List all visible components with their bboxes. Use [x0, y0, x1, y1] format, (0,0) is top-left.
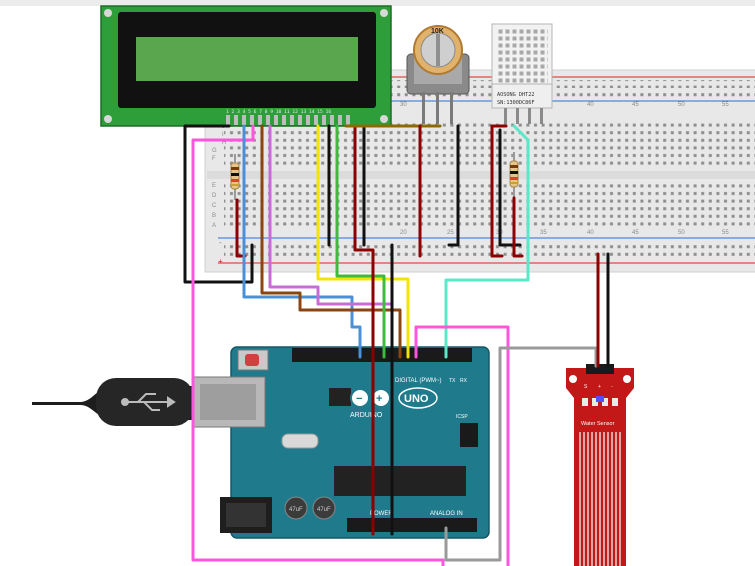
row-letter-g: G — [212, 148, 217, 154]
dht22-label-line2: SN:1300DC86F — [497, 100, 534, 106]
potentiometer: 10K — [406, 25, 470, 124]
wire-pink-lcd — [191, 124, 445, 566]
arduino-logo-minus: − — [356, 393, 362, 405]
wire-yellow-lcd — [316, 124, 410, 359]
col-num-30: 30 — [400, 102, 407, 108]
col-num-45: 45 — [632, 102, 639, 108]
col-num-b45: 45 — [632, 230, 639, 236]
row-letter-f: F — [212, 156, 216, 162]
breadboard — [204, 69, 755, 273]
wire-pink-ard — [414, 325, 510, 566]
wire-brown-lcd — [260, 124, 402, 359]
arduino-tx-label: TX — [449, 378, 456, 384]
col-num-b35: 35 — [540, 230, 547, 236]
lcd-module: 1 2 3 4 5 6 7 8 9 10 11 12 13 14 15 16 — [100, 5, 392, 127]
water-sensor-pin-plus: + — [598, 384, 601, 390]
row-letter-a: A — [212, 223, 216, 229]
wire-blue-lcd — [242, 124, 362, 359]
resistor-dht — [509, 152, 519, 198]
water-sensor-label: Water Sensor — [581, 421, 615, 427]
row-letter-d: D — [212, 193, 217, 199]
water-sensor: S + - Water Sensor — [566, 364, 634, 566]
dht22-sensor: AOSONG DHT22 SN:1300DC86F — [491, 23, 553, 124]
usb-cable — [32, 378, 194, 426]
row-letter-h: H — [222, 140, 226, 146]
row-letter-b: B — [212, 213, 216, 219]
rail-minus-label: - — [219, 238, 222, 247]
arduino-logo-plus: + — [376, 393, 382, 405]
arduino-digital-label: DIGITAL (PWM~) — [395, 378, 442, 384]
wire-black-lcd-gnd — [183, 124, 254, 284]
col-num-b50: 50 — [678, 230, 685, 236]
capacitor-2-label: 47uF — [317, 507, 331, 513]
wire-red-dht-2 — [512, 196, 524, 258]
arduino-rx-label: RX — [460, 378, 468, 384]
resistor-lcd — [230, 154, 240, 200]
col-num-b20: 20 — [400, 230, 407, 236]
wire-red-dht-loop — [490, 124, 508, 258]
arduino-icsp-label: ICSP — [456, 414, 468, 420]
col-num-40: 40 — [587, 102, 594, 108]
wire-black-pot — [447, 124, 460, 247]
arduino-model: UNO — [404, 393, 429, 405]
rail-plus-label: + — [218, 257, 223, 266]
usb-icon — [121, 393, 176, 411]
wire-cyan-dht — [444, 124, 530, 359]
arduino-analog-label: ANALOG IN — [430, 511, 463, 517]
col-num-b40: 40 — [587, 230, 594, 236]
row-letter-c: C — [212, 203, 217, 209]
row-letter-i: I — [222, 132, 224, 138]
wire-red-lcd-vcc — [235, 198, 247, 258]
pot-label: 10K — [431, 28, 444, 35]
arduino-uno: 47uF 47uF − + ARDUINO UNO DIGITAL (PWM~)… — [192, 346, 490, 539]
col-num-b55: 55 — [722, 230, 729, 236]
col-num-b25: 25 — [447, 230, 454, 236]
water-sensor-pin-minus: - — [611, 384, 613, 390]
arduino-brand: ARDUINO — [350, 412, 383, 419]
wire-green-lcd — [335, 124, 386, 359]
top-bar — [0, 0, 755, 6]
col-num-55: 55 — [722, 102, 729, 108]
row-letter-e: E — [212, 183, 216, 189]
wire-darkred-lcd — [353, 124, 375, 536]
water-sensor-pin-s: S — [584, 384, 588, 390]
dht22-label-line1: AOSONG DHT22 — [497, 92, 534, 98]
col-num-50: 50 — [678, 102, 685, 108]
wire-gray-analog — [444, 346, 598, 562]
lcd-pin-labels: 1 2 3 4 5 6 7 8 9 10 11 12 13 14 15 16 — [226, 109, 331, 115]
arduino-power-label: POWER — [370, 511, 393, 517]
capacitor-1-label: 47uF — [289, 507, 303, 513]
